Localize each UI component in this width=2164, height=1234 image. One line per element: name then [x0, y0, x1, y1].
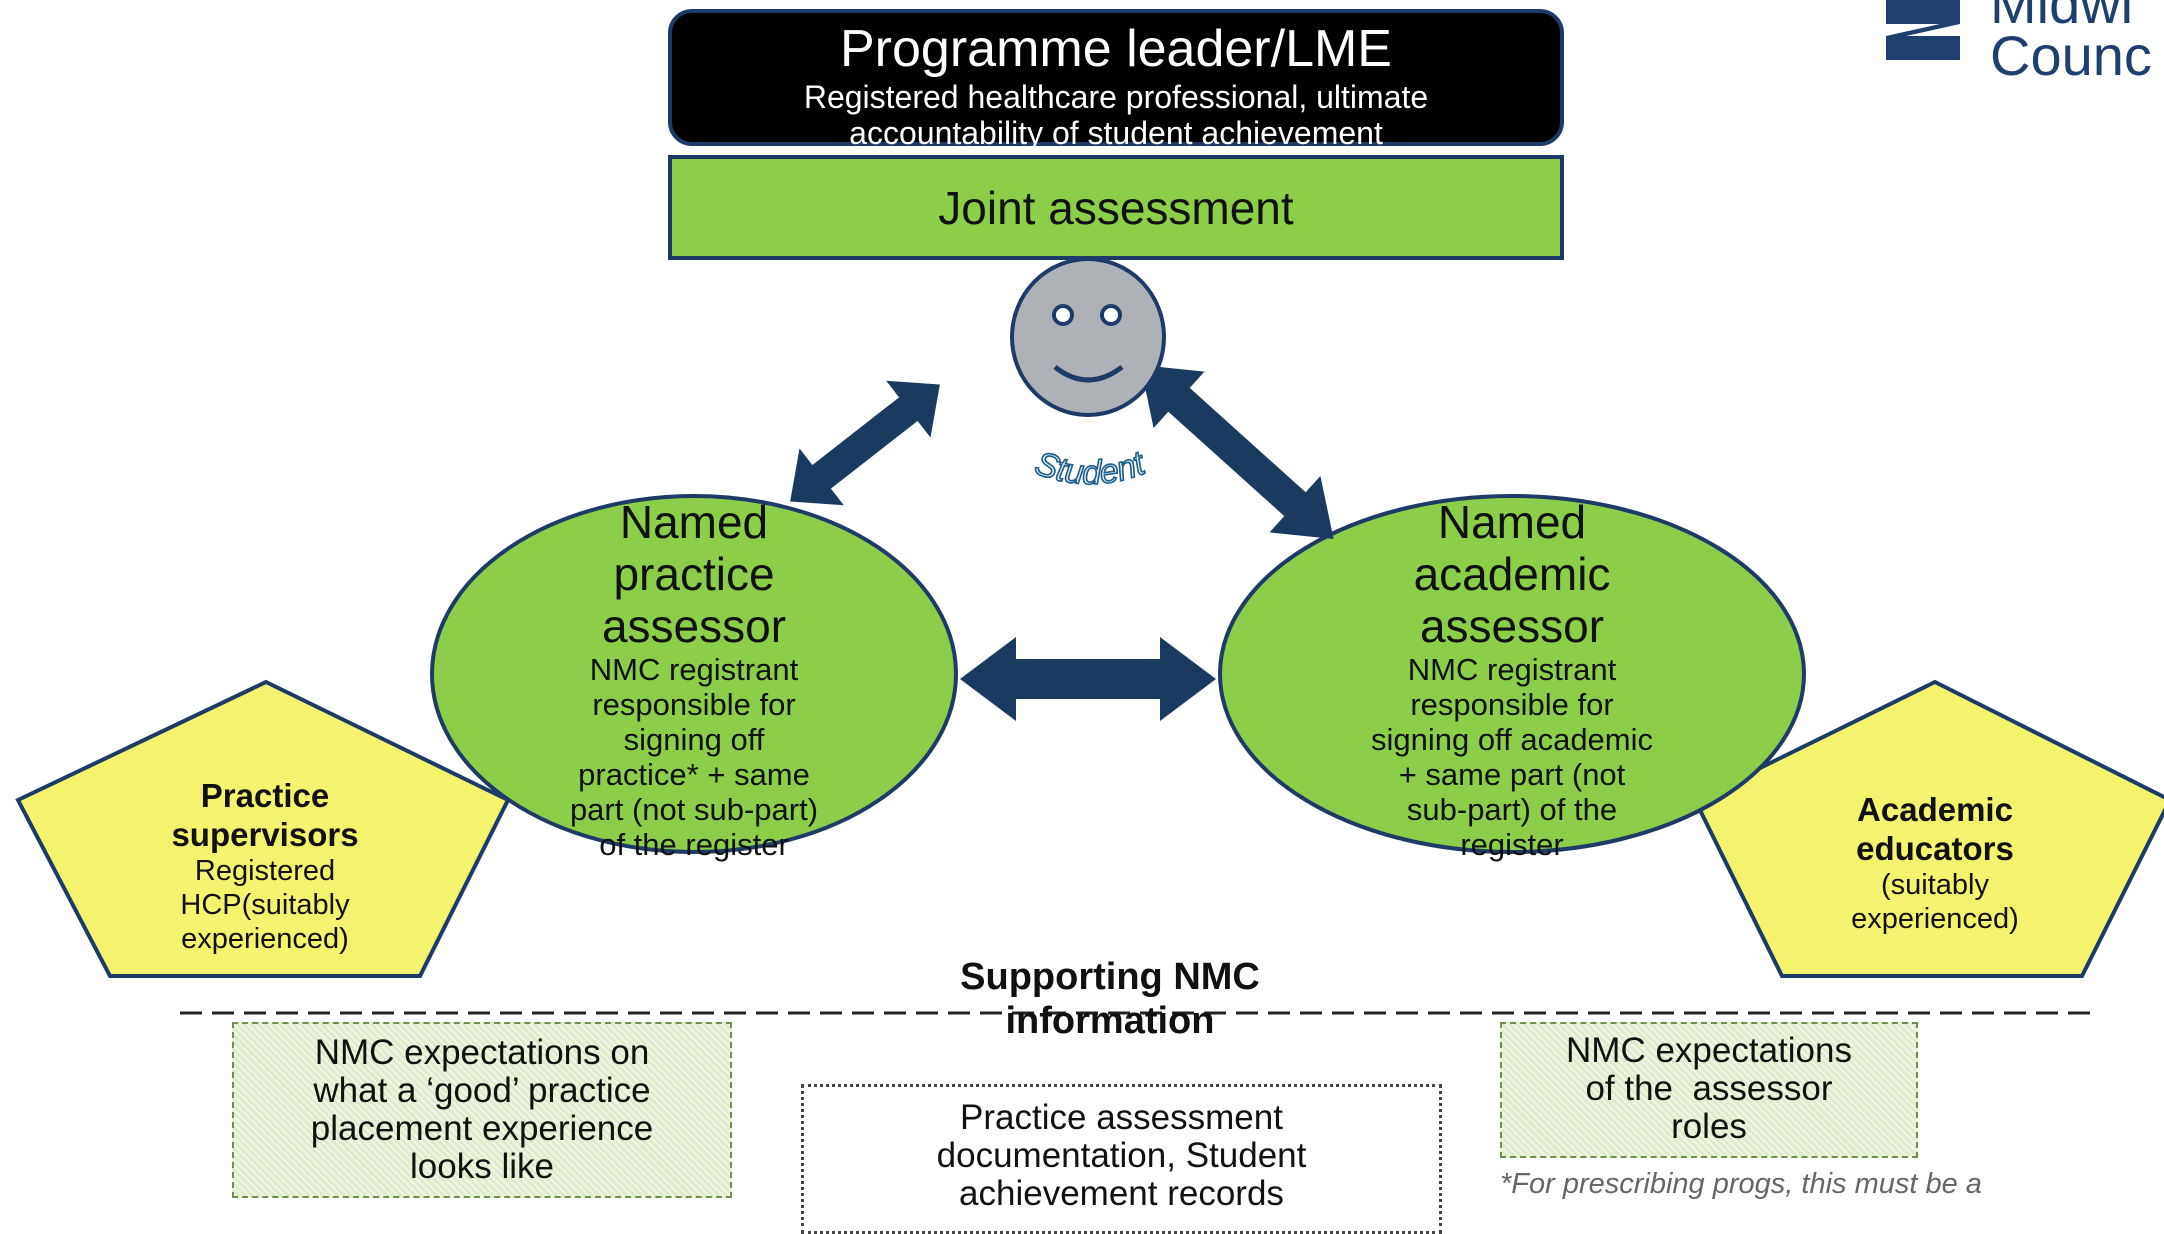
practice-assessor-desc-1: NMC registrant [589, 652, 799, 687]
academic-educators-desc-1: (suitably [1881, 869, 1989, 901]
student-label-art: Student [1029, 443, 1152, 493]
double-arrow-left-diagonal [790, 380, 940, 506]
practice-supervisors-text: Practice supervisors Registered HCP(suit… [110, 776, 420, 956]
student-face-icon [1010, 257, 1166, 417]
practice-assessor-text: Named practice assessor NMC registrant r… [494, 496, 894, 862]
practice-supervisors-title-2: supervisors [171, 816, 359, 853]
supporting-heading-line-2: information [1005, 1000, 1215, 1042]
info-box-assessment-documentation: Practice assessment documentation, Stude… [801, 1084, 1442, 1234]
logo-line-2: Counc [1990, 24, 2152, 87]
practice-assessor-title-1: Named [619, 496, 769, 548]
info-left-line-4: looks like [410, 1147, 554, 1186]
nmc-logo-mark [1886, 0, 1960, 60]
programme-leader-title: Programme leader/LME [840, 20, 1392, 78]
academic-assessor-title-3: assessor [1419, 600, 1605, 652]
practice-assessor-desc-4: practice* + same [578, 757, 810, 792]
joint-assessment-box: Joint assessment [668, 155, 1564, 260]
programme-leader-box: Programme leader/LME Registered healthca… [668, 9, 1564, 151]
info-box-good-placement: NMC expectations on what a ‘good’ practi… [232, 1022, 732, 1198]
practice-assessor-title-3: assessor [601, 600, 787, 652]
info-left-line-2: what a ‘good’ practice [313, 1071, 651, 1110]
academic-assessor-desc-6: register [1460, 827, 1564, 862]
prescribing-footnote: *For prescribing progs, this must be a [1500, 1168, 1982, 1200]
info-right-line-2: of the assessor [1585, 1069, 1833, 1108]
nmc-logo [1886, 0, 1966, 80]
practice-supervisors-pentagon [15, 679, 511, 978]
info-center-line-3: achievement records [959, 1174, 1284, 1213]
info-left-line-3: placement experience [310, 1109, 654, 1148]
supporting-heading-line-1: Supporting NMC [960, 956, 1260, 998]
academic-assessor-desc-3: signing off academic [1370, 722, 1654, 757]
info-center-line-1: Practice assessment [960, 1098, 1283, 1137]
academic-assessor-title-2: academic [1413, 548, 1611, 600]
practice-assessor-title-2: practice [613, 548, 775, 600]
academic-educators-title-2: educators [1856, 830, 2014, 867]
svg-text:Student: Student [1030, 444, 1151, 492]
practice-supervisors-desc-2: HCP(suitably [180, 889, 350, 921]
student-label: Student [990, 430, 1190, 500]
academic-assessor-circle [1218, 494, 1806, 854]
practice-supervisors-desc-3: experienced) [181, 923, 349, 955]
academic-assessor-text: Named academic assessor NMC registrant r… [1292, 496, 1732, 862]
practice-assessor-desc-6: of the register [599, 827, 789, 862]
double-arrow-horizontal [960, 637, 1216, 721]
academic-assessor-desc-4: + same part (not [1398, 757, 1626, 792]
info-right-line-3: roles [1671, 1107, 1747, 1146]
academic-assessor-desc-1: NMC registrant [1407, 652, 1617, 687]
practice-supervisors-desc-1: Registered [194, 855, 336, 887]
double-arrow-right-diagonal [1140, 365, 1334, 539]
practice-assessor-desc-3: signing off [623, 722, 765, 757]
academic-assessor-desc-2: responsible for [1410, 687, 1614, 722]
academic-assessor-desc-5: sub-part) of the [1406, 792, 1618, 827]
info-box-assessor-roles: NMC expectations of the assessor roles [1500, 1022, 1918, 1158]
academic-educators-title-1: Academic [1857, 791, 2013, 828]
student-label-text: Student [1029, 443, 1152, 493]
academic-assessor-title-1: Named [1437, 496, 1587, 548]
logo-wordmark: Midwi Counc [1990, 0, 2152, 87]
programme-leader-subtitle-2: accountability of student achievement [849, 115, 1383, 151]
info-left-line-1: NMC expectations on [314, 1033, 650, 1072]
info-center-line-2: documentation, Student [936, 1136, 1307, 1175]
practice-assessor-circle [430, 494, 958, 854]
academic-educators-desc-2: experienced) [1851, 903, 2019, 935]
logo-line-1: Midwi [1990, 0, 2134, 35]
academic-educators-text: Academic educators (suitably experienced… [1780, 790, 2090, 936]
practice-assessor-desc-5: part (not sub-part) [569, 792, 819, 827]
supporting-nmc-heading: Supporting NMC information [860, 955, 1360, 1043]
practice-assessor-desc-2: responsible for [592, 687, 796, 722]
practice-supervisors-title-1: Practice [200, 777, 330, 814]
programme-leader-subtitle-1: Registered healthcare professional, ulti… [803, 79, 1429, 115]
info-right-line-1: NMC expectations [1566, 1031, 1852, 1070]
